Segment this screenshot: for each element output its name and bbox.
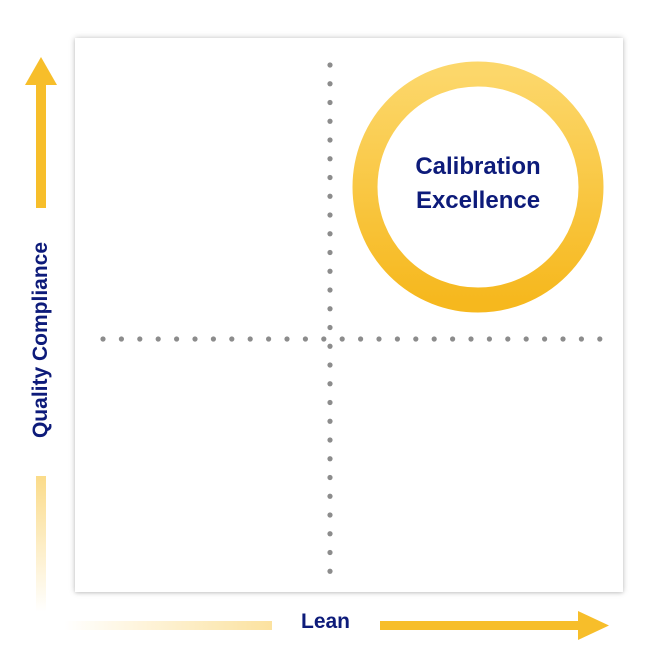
divider-dot (327, 268, 333, 274)
highlight-label-line1: Calibration (415, 153, 541, 180)
divider-dot (450, 336, 456, 342)
x-axis-arrow-shaft (380, 621, 580, 630)
divider-dot (174, 336, 180, 342)
divider-dot (327, 62, 333, 68)
x-axis-arrowhead (578, 611, 609, 640)
divider-dot (578, 336, 585, 342)
divider-dot (523, 336, 529, 342)
divider-dot (413, 336, 419, 342)
divider-dot (327, 324, 333, 331)
divider-dot (327, 343, 333, 349)
divider-dot (284, 336, 290, 342)
divider-dot (192, 336, 198, 342)
divider-dot (327, 381, 333, 387)
divider-dot (394, 336, 400, 342)
divider-dot (431, 336, 437, 342)
divider-dot (302, 336, 308, 342)
divider-dot (327, 137, 333, 143)
divider-dot (327, 156, 333, 162)
divider-dot (327, 418, 333, 424)
vertical-divider (327, 62, 333, 574)
y-axis-arrowhead (25, 57, 57, 85)
divider-dot (210, 336, 216, 342)
divider-dot (327, 193, 333, 199)
divider-dot (339, 336, 345, 342)
divider-dot (327, 118, 333, 124)
divider-dot (327, 362, 333, 368)
divider-dot (327, 99, 333, 106)
highlight-ring-center (378, 87, 578, 287)
highlight-label: Calibration Excellence (378, 150, 578, 218)
divider-dot (229, 336, 235, 342)
divider-dot (327, 531, 333, 537)
divider-dot (321, 336, 327, 342)
divider-dot (327, 437, 333, 443)
divider-dot (327, 231, 333, 237)
divider-dot (560, 336, 566, 342)
highlight-ring (352, 61, 604, 313)
x-axis-arrow-tail (64, 621, 272, 630)
divider-dot (327, 568, 333, 574)
divider-dot (327, 474, 333, 481)
horizontal-divider (100, 336, 603, 342)
divider-dot (327, 174, 333, 181)
divider-dot (327, 306, 333, 312)
divider-dot (358, 336, 364, 342)
divider-dot (486, 336, 492, 342)
divider-dot (468, 336, 474, 342)
divider-dot (327, 81, 333, 87)
y-axis-arrow-shaft (36, 84, 46, 208)
divider-dot (247, 336, 253, 342)
divider-dot (155, 336, 161, 342)
divider-dot (137, 336, 143, 342)
divider-dot (327, 549, 333, 556)
divider-dot (118, 336, 124, 342)
divider-dot (266, 336, 272, 342)
x-axis-title: Lean (301, 610, 351, 633)
highlight-label-line2: Excellence (415, 187, 541, 214)
divider-dot (327, 249, 333, 256)
divider-dot (100, 336, 106, 342)
divider-dot (327, 512, 333, 518)
divider-dot (327, 287, 333, 293)
divider-dot (327, 493, 333, 499)
divider-dot (597, 336, 603, 342)
divider-dot (376, 336, 382, 342)
divider-dot (542, 336, 548, 342)
divider-dot (327, 456, 333, 462)
divider-dot (505, 336, 511, 342)
divider-dot (327, 212, 333, 218)
divider-dot (327, 399, 333, 406)
y-axis-title: Quality Compliance (29, 241, 52, 439)
y-axis-arrow-tail (36, 476, 46, 612)
